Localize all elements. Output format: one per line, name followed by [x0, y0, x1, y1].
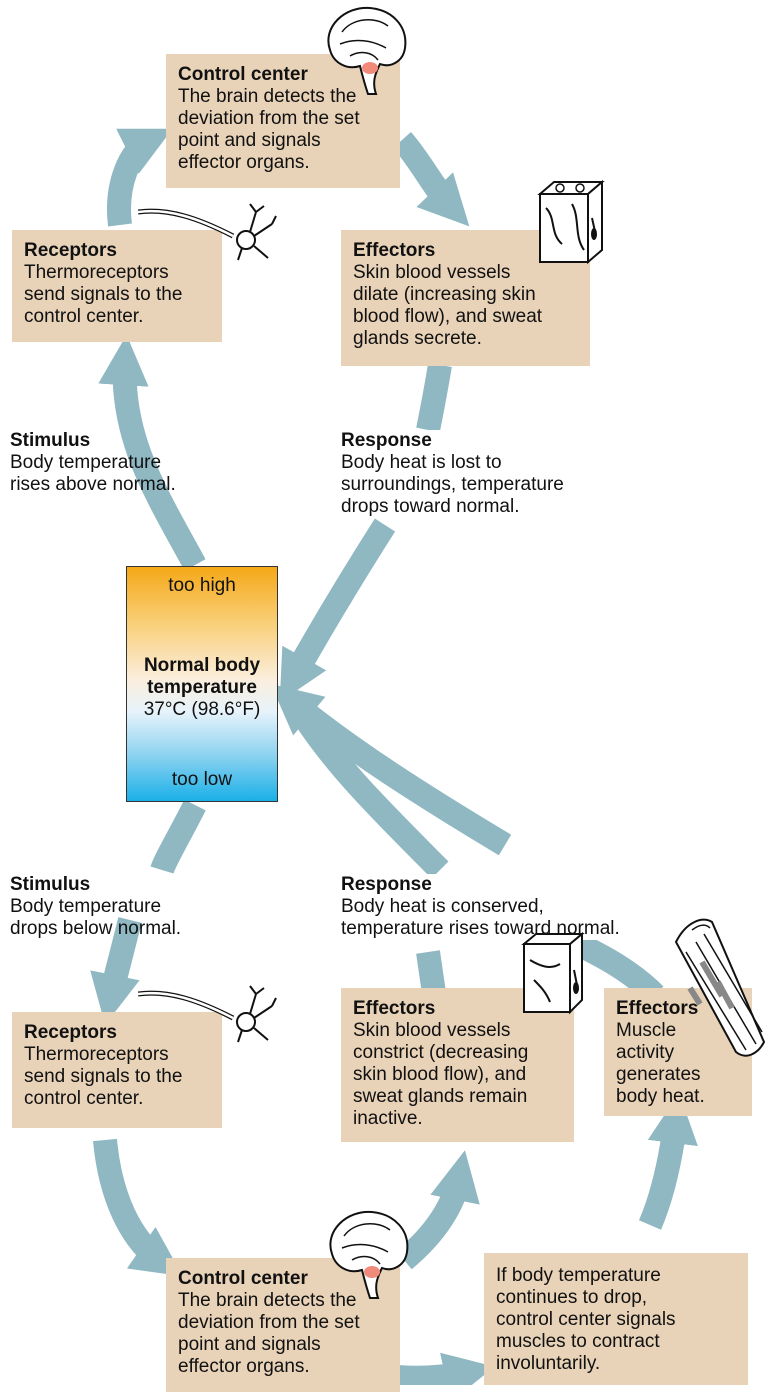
muscle-icon — [674, 918, 765, 1057]
too-low-label: too low — [171, 769, 233, 790]
lower-response-label: Response Body heat is conserved, tempera… — [341, 874, 620, 940]
lower-control-center-box: Control center The brain detects the dev… — [166, 1258, 400, 1392]
arrow-stimulus-to-receptors — [98, 334, 206, 571]
upper-response-label: Response Body heat is lost to surroundin… — [341, 430, 564, 518]
arrow-receptors-to-control — [107, 128, 173, 227]
neuron-icon — [138, 203, 277, 261]
arrow-shiver-to-muscle — [638, 1092, 698, 1230]
normal-temperature-label: Normal body temperature 37°C (98.6°F) — [143, 655, 261, 720]
upper-control-center-box: Control center The brain detects the dev… — [166, 54, 400, 188]
arrow-control-to-effectors — [392, 131, 470, 227]
arrow-muscle-to-response — [574, 934, 664, 1004]
arrow-effectors-to-response — [416, 363, 452, 433]
arrow-response-to-normal-lower-2 — [289, 703, 449, 879]
arrow-low-to-stimulus — [150, 799, 206, 875]
upper-receptors-box: Receptors Thermoreceptors send signals t… — [12, 230, 222, 342]
skin-icon — [521, 931, 585, 1015]
shivering-box: If body temperature continues to drop, c… — [484, 1253, 748, 1385]
lower-stimulus-label: Stimulus Body temperature drops below no… — [10, 874, 182, 939]
lower-skin-effectors-box: Effectors Skin blood vessels constrict (… — [341, 988, 574, 1142]
lower-receptors-box: Receptors Thermoreceptors send signals t… — [12, 1012, 222, 1128]
skin-icon — [537, 179, 605, 265]
arrow-control-to-effectors-lower — [396, 1150, 480, 1270]
normal-temperature-gauge: too high Normal body temperature 37°C (9… — [126, 566, 278, 802]
brain-icon — [327, 6, 407, 95]
arrow-receptors-to-control-lower — [93, 1138, 183, 1277]
upper-stimulus-label: Stimulus Body temperature rises above no… — [10, 430, 176, 495]
arrow-stimulus-to-receptors-lower — [90, 917, 142, 1025]
neuron-icon — [138, 985, 277, 1043]
brain-icon — [329, 1210, 409, 1299]
arrow-response-to-normal — [279, 518, 396, 702]
too-high-label: too high — [168, 575, 236, 596]
